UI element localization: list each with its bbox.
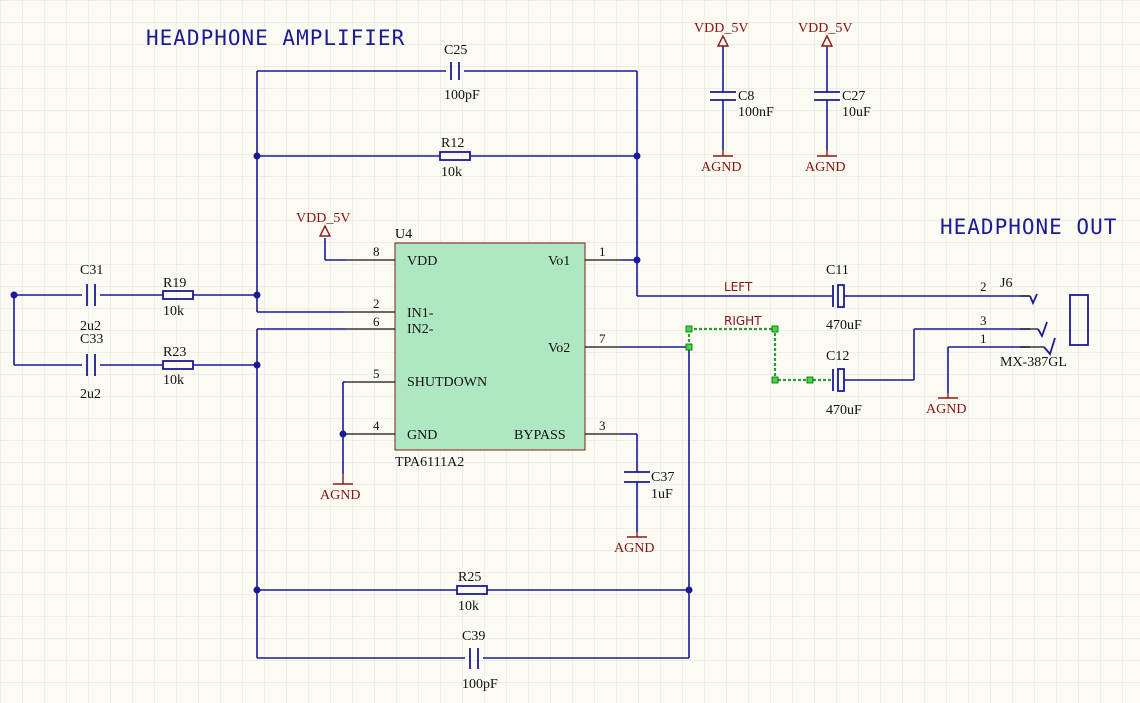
- pin-number: 7: [599, 331, 606, 346]
- ref-label: R19: [163, 276, 186, 291]
- ground-label: AGND: [320, 488, 360, 503]
- pin-number: 8: [373, 244, 380, 259]
- capacitor-c11[interactable]: C11 470uF: [826, 263, 862, 333]
- connector-ref: J6: [1000, 276, 1012, 291]
- ground-label: AGND: [701, 160, 741, 175]
- ref-label: C25: [444, 43, 467, 58]
- pin-number: 3: [980, 313, 987, 328]
- ground-port-c8[interactable]: AGND: [701, 150, 741, 175]
- pin-name: Vo1: [548, 254, 570, 269]
- ref-label: C11: [826, 263, 849, 278]
- capacitor-c12[interactable]: C12 470uF: [826, 349, 862, 418]
- ref-label: R25: [458, 570, 481, 585]
- value-label: 100pF: [462, 677, 498, 692]
- pin-number: 6: [373, 314, 380, 329]
- pin-number: 2: [980, 279, 987, 294]
- capacitor-c39[interactable]: C39 100pF: [462, 629, 498, 692]
- pin-number: 5: [373, 366, 380, 381]
- ref-label: C27: [842, 89, 865, 104]
- pin-name: GND: [407, 428, 437, 443]
- ground-port-j6[interactable]: AGND: [926, 393, 966, 417]
- pin-number: 3: [599, 418, 606, 433]
- pin-name: VDD: [407, 254, 437, 269]
- pin-name: Vo2: [548, 341, 570, 356]
- ref-label: C12: [826, 349, 849, 364]
- resistor-r23[interactable]: R23 10k: [162, 345, 194, 388]
- value-label: 10k: [441, 165, 462, 180]
- value-label: 10uF: [842, 105, 871, 120]
- net-label-right: RIGHT: [724, 314, 762, 328]
- value-label: 100pF: [444, 88, 480, 103]
- connector-j6[interactable]: 2 3 1 J6 MX-387GL: [980, 276, 1089, 370]
- ref-label: R23: [163, 345, 186, 360]
- output-title: HEADPHONE OUT: [940, 215, 1117, 239]
- ic-part: TPA6111A2: [395, 455, 464, 470]
- resistor-r12[interactable]: R12 10k: [439, 136, 471, 180]
- ground-label: AGND: [805, 160, 845, 175]
- ref-label: R12: [441, 136, 464, 151]
- power-port-vdd-ic[interactable]: VDD_5V: [296, 211, 350, 237]
- value-label: 10k: [163, 373, 184, 388]
- pin-number: 2: [373, 296, 380, 311]
- pin-number: 1: [599, 244, 606, 259]
- capacitor-c27[interactable]: C27 10uF: [814, 89, 871, 120]
- right-net-selection[interactable]: [685, 325, 833, 384]
- value-label: 470uF: [826, 403, 862, 418]
- ic-ref: U4: [395, 227, 412, 242]
- pin-name: IN2-: [407, 322, 434, 337]
- ref-label: C31: [80, 263, 103, 278]
- ic-u4[interactable]: U4 TPA6111A2 8 2 6 5 4 1 7 3 VDD IN1- IN…: [345, 227, 620, 470]
- value-label: 100nF: [738, 105, 774, 120]
- value-label: 2u2: [80, 387, 101, 402]
- capacitor-c33[interactable]: C33 2u2: [80, 332, 103, 402]
- power-port-vdd-c8[interactable]: VDD_5V: [694, 21, 748, 47]
- ground-port-c37[interactable]: AGND: [614, 532, 654, 556]
- ref-label: C37: [651, 470, 674, 485]
- ground-port-c27[interactable]: AGND: [805, 150, 845, 175]
- value-label: 2u2: [80, 319, 101, 334]
- capacitor-c37[interactable]: C37 1uF: [624, 470, 674, 502]
- capacitor-c25[interactable]: C25 100pF: [444, 43, 480, 103]
- ground-label: AGND: [926, 402, 966, 417]
- pin-number: 1: [980, 331, 987, 346]
- pin-name: SHUTDOWN: [407, 375, 487, 390]
- resistor-r19[interactable]: R19 10k: [162, 276, 194, 319]
- pin-name: BYPASS: [514, 428, 566, 443]
- ref-label: C8: [738, 89, 754, 104]
- amplifier-title: HEADPHONE AMPLIFIER: [146, 26, 405, 50]
- pin-name: IN1-: [407, 306, 434, 321]
- capacitor-c31[interactable]: C31 2u2: [80, 263, 103, 334]
- power-label: VDD_5V: [798, 21, 852, 36]
- wires: [13, 46, 1030, 659]
- power-port-vdd-c27[interactable]: VDD_5V: [798, 21, 852, 47]
- value-label: 10k: [163, 304, 184, 319]
- connector-part: MX-387GL: [1000, 355, 1067, 370]
- value-label: 10k: [458, 599, 479, 614]
- value-label: 1uF: [651, 487, 673, 502]
- net-label-left: LEFT: [724, 280, 753, 294]
- ground-label: AGND: [614, 541, 654, 556]
- capacitor-c8[interactable]: C8 100nF: [710, 89, 774, 120]
- power-label: VDD_5V: [694, 21, 748, 36]
- value-label: 470uF: [826, 318, 862, 333]
- ref-label: C33: [80, 332, 103, 347]
- pin-number: 4: [373, 418, 380, 433]
- ref-label: C39: [462, 629, 485, 644]
- power-label: VDD_5V: [296, 211, 350, 226]
- ground-port-ic[interactable]: AGND: [320, 474, 360, 503]
- junctions: [10, 152, 693, 594]
- resistor-r25[interactable]: R25 10k: [456, 570, 488, 614]
